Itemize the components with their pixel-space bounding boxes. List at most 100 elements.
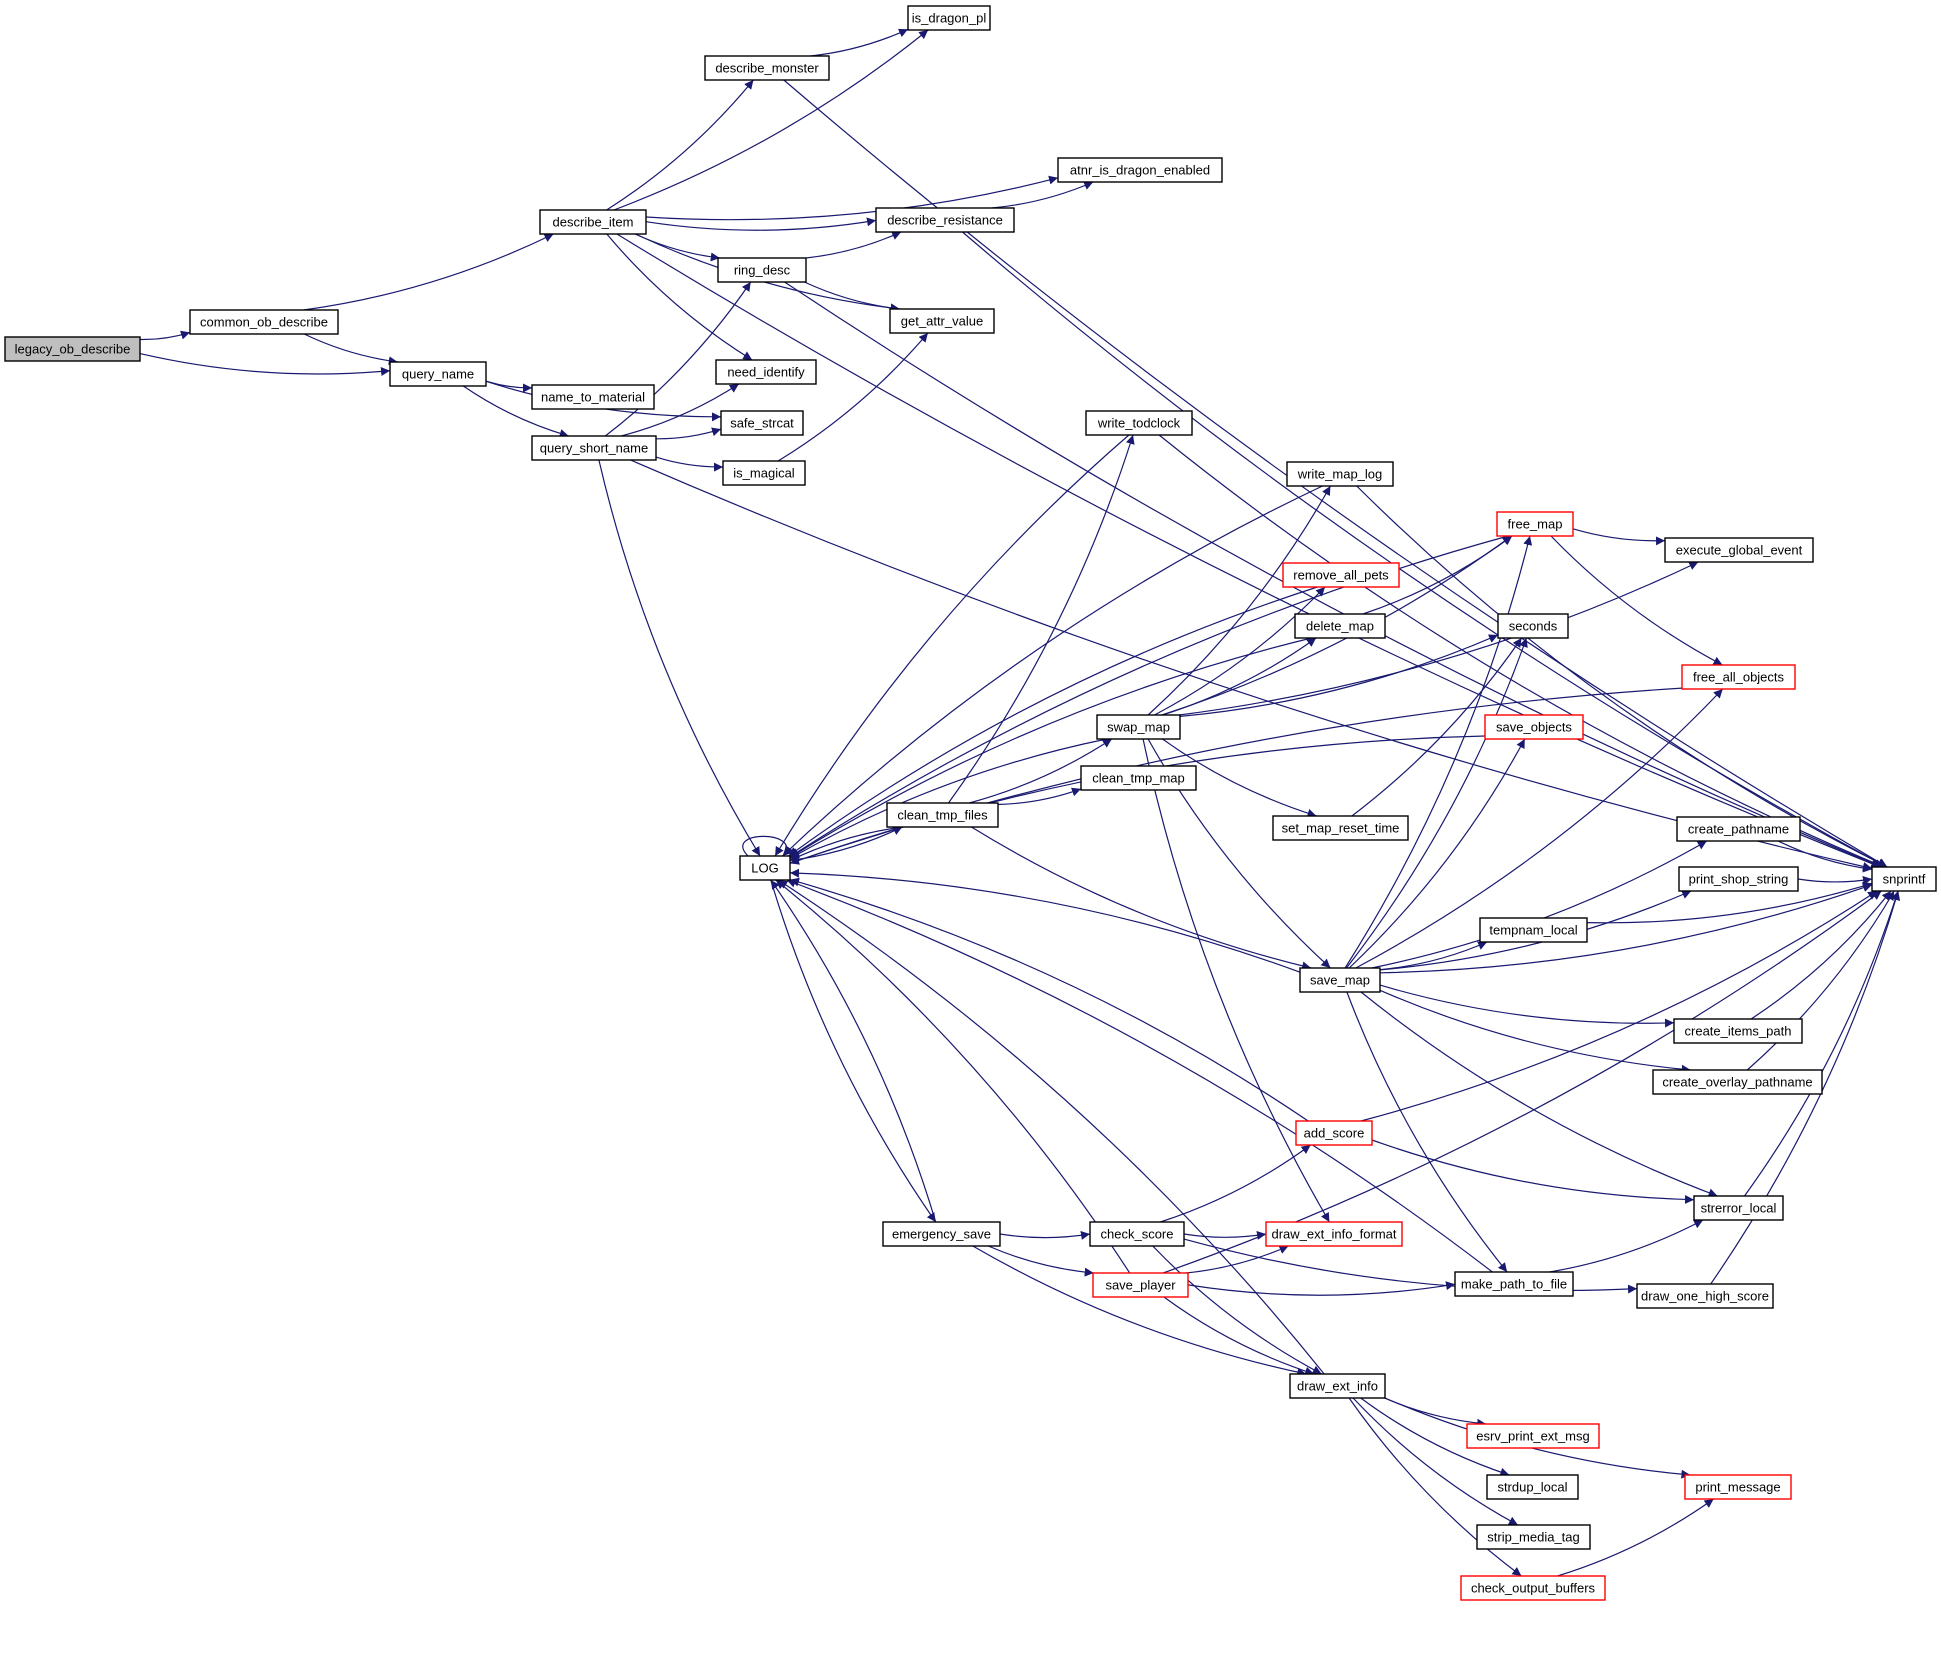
node-tempnam_local[interactable]: tempnam_local bbox=[1479, 917, 1588, 943]
edge-draw_ext_info-to-esrv_print_ext_msg bbox=[1384, 1397, 1487, 1428]
edge-emergency_save-to-draw_ext_info bbox=[972, 1245, 1307, 1377]
edge-swap_map-to-write_map_log bbox=[1147, 485, 1331, 716]
node-delete_map[interactable]: delete_map bbox=[1294, 613, 1386, 639]
node-strerror_local[interactable]: strerror_local bbox=[1693, 1195, 1784, 1221]
node-box bbox=[4, 336, 141, 362]
node-draw_ext_info[interactable]: draw_ext_info bbox=[1289, 1373, 1386, 1399]
node-box bbox=[531, 435, 657, 461]
node-check_output_buffers[interactable]: check_output_buffers bbox=[1460, 1575, 1606, 1601]
edge-LOG-to-LOG bbox=[742, 835, 793, 857]
node-label: describe_monster bbox=[715, 61, 819, 76]
edge-clean_tmp_files-to-clean_tmp_map bbox=[997, 787, 1082, 806]
node-clean_tmp_files[interactable]: clean_tmp_files bbox=[886, 802, 999, 828]
edge-check_score-to-draw_one_high_score bbox=[1183, 1238, 1638, 1294]
node-LOG[interactable]: LOG bbox=[739, 855, 791, 881]
node-label: describe_item bbox=[553, 215, 634, 230]
node-atnr_is_dragon_enabled[interactable]: atnr_is_dragon_enabled bbox=[1057, 157, 1223, 183]
edge-swap_map-to-seconds bbox=[1179, 634, 1499, 717]
edge-clean_tmp_files-to-save_map bbox=[971, 826, 1312, 971]
node-create_pathname[interactable]: create_pathname bbox=[1676, 816, 1801, 842]
node-label: describe_resistance bbox=[887, 213, 1003, 228]
node-clean_tmp_map[interactable]: clean_tmp_map bbox=[1080, 765, 1197, 791]
node-remove_all_pets[interactable]: remove_all_pets bbox=[1282, 562, 1400, 588]
node-label: create_items_path bbox=[1685, 1024, 1792, 1039]
node-describe_monster[interactable]: describe_monster bbox=[704, 55, 830, 81]
edge-describe_item-to-snprintf bbox=[616, 233, 1881, 868]
node-is_magical[interactable]: is_magical bbox=[722, 460, 806, 486]
node-box bbox=[1289, 1373, 1386, 1399]
node-seconds[interactable]: seconds bbox=[1497, 613, 1569, 639]
node-print_message[interactable]: print_message bbox=[1684, 1474, 1792, 1500]
node-strip_media_tag[interactable]: strip_media_tag bbox=[1476, 1524, 1591, 1550]
edge-query_short_name-to-safe_strcat bbox=[655, 427, 722, 440]
node-describe_resistance[interactable]: describe_resistance bbox=[875, 207, 1015, 233]
node-draw_ext_info_format[interactable]: draw_ext_info_format bbox=[1265, 1221, 1403, 1247]
node-box bbox=[889, 308, 995, 334]
edge-free_map-to-free_all_objects bbox=[1550, 535, 1723, 666]
node-box bbox=[1299, 967, 1381, 993]
node-label: set_map_reset_time bbox=[1282, 821, 1400, 836]
edge-emergency_save-to-save_player bbox=[988, 1245, 1094, 1277]
edge-save_player-to-LOG bbox=[775, 879, 1131, 1274]
node-box bbox=[1092, 1272, 1189, 1298]
node-box bbox=[1871, 866, 1937, 892]
node-get_attr_value[interactable]: get_attr_value bbox=[889, 308, 995, 334]
edge-make_path_to_file-to-strerror_local bbox=[1549, 1219, 1704, 1273]
node-box bbox=[1265, 1221, 1403, 1247]
edge-query_name-to-query_short_name bbox=[462, 385, 569, 438]
node-box bbox=[907, 5, 991, 31]
node-create_overlay_pathname[interactable]: create_overlay_pathname bbox=[1652, 1069, 1823, 1095]
node-describe_item[interactable]: describe_item bbox=[539, 209, 647, 235]
node-check_score[interactable]: check_score bbox=[1089, 1221, 1185, 1247]
node-label: create_overlay_pathname bbox=[1662, 1075, 1812, 1090]
node-legacy_ob_describe[interactable]: legacy_ob_describe bbox=[4, 336, 141, 362]
node-save_map[interactable]: save_map bbox=[1299, 967, 1381, 993]
node-box bbox=[531, 384, 655, 410]
edge-save_player-to-draw_ext_info_format bbox=[1185, 1245, 1289, 1274]
node-save_player[interactable]: save_player bbox=[1092, 1272, 1189, 1298]
edge-describe_item-to-is_dragon_pl bbox=[613, 29, 929, 211]
node-box bbox=[1673, 1018, 1803, 1044]
node-free_all_objects[interactable]: free_all_objects bbox=[1681, 664, 1796, 690]
node-safe_strcat[interactable]: safe_strcat bbox=[720, 410, 804, 436]
node-query_short_name[interactable]: query_short_name bbox=[531, 435, 657, 461]
node-box bbox=[739, 855, 791, 881]
edge-save_map-to-create_items_path bbox=[1379, 984, 1675, 1028]
node-make_path_to_file[interactable]: make_path_to_file bbox=[1454, 1271, 1574, 1297]
node-free_map[interactable]: free_map bbox=[1496, 511, 1574, 537]
node-save_objects[interactable]: save_objects bbox=[1484, 714, 1584, 740]
node-box bbox=[1466, 1423, 1600, 1449]
edge-save_map-to-create_overlay_pathname bbox=[1379, 989, 1691, 1074]
node-draw_one_high_score[interactable]: draw_one_high_score bbox=[1636, 1283, 1774, 1309]
node-add_score[interactable]: add_score bbox=[1295, 1120, 1373, 1146]
node-emergency_save[interactable]: emergency_save bbox=[882, 1221, 1001, 1247]
node-strdup_local[interactable]: strdup_local bbox=[1486, 1474, 1579, 1500]
node-box bbox=[1454, 1271, 1574, 1297]
node-box bbox=[875, 207, 1015, 233]
node-ring_desc[interactable]: ring_desc bbox=[717, 257, 807, 283]
edge-describe_resistance-to-atnr_is_dragon_enabled bbox=[991, 181, 1094, 209]
node-box bbox=[1676, 816, 1801, 842]
node-snprintf[interactable]: snprintf bbox=[1871, 866, 1937, 892]
node-print_shop_string[interactable]: print_shop_string bbox=[1678, 866, 1799, 892]
node-set_map_reset_time[interactable]: set_map_reset_time bbox=[1272, 815, 1409, 841]
node-is_dragon_pl[interactable]: is_dragon_pl bbox=[907, 5, 991, 31]
node-esrv_print_ext_msg[interactable]: esrv_print_ext_msg bbox=[1466, 1423, 1600, 1449]
node-name_to_material[interactable]: name_to_material bbox=[531, 384, 655, 410]
edge-describe_item-to-ring_desc bbox=[635, 233, 720, 262]
node-write_todclock[interactable]: write_todclock bbox=[1085, 410, 1193, 436]
node-query_name[interactable]: query_name bbox=[389, 361, 487, 387]
edge-clean_tmp_files-to-write_todclock bbox=[948, 434, 1135, 804]
edge-save_map-to-snprintf bbox=[1379, 883, 1873, 974]
node-common_ob_describe[interactable]: common_ob_describe bbox=[189, 309, 339, 335]
node-swap_map[interactable]: swap_map bbox=[1096, 714, 1181, 740]
node-execute_global_event[interactable]: execute_global_event bbox=[1664, 537, 1814, 563]
edge-save_map-to-free_all_objects bbox=[1355, 688, 1724, 969]
node-write_map_log[interactable]: write_map_log bbox=[1286, 461, 1394, 487]
node-create_items_path[interactable]: create_items_path bbox=[1673, 1018, 1803, 1044]
node-box bbox=[1272, 815, 1409, 841]
node-need_identify[interactable]: need_identify bbox=[715, 359, 817, 385]
edge-describe_item-to-atnr_is_dragon_enabled bbox=[645, 175, 1059, 221]
edge-tempnam_local-to-snprintf bbox=[1586, 881, 1873, 924]
